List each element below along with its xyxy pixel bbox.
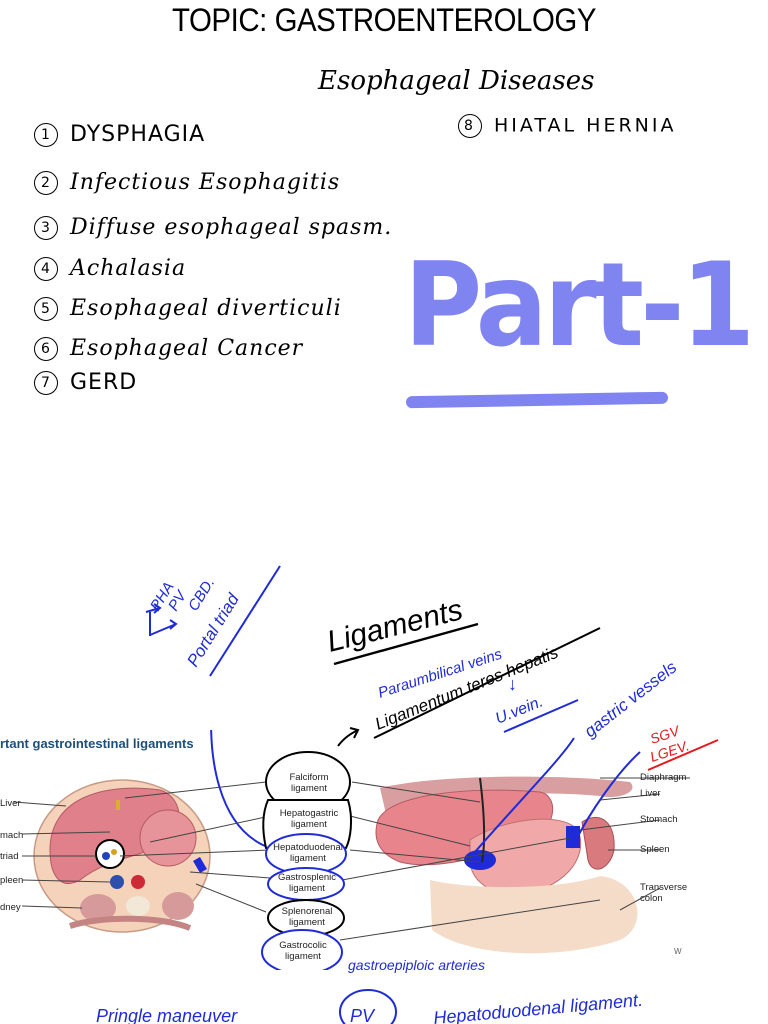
falciform-arrow	[337, 727, 360, 747]
bottom-left-note: Pringle maneuver	[96, 1006, 238, 1024]
uvein-arrow: ↓	[508, 674, 517, 694]
cbd-label: CBD.	[185, 575, 218, 614]
label-kidney-left: dney	[0, 902, 21, 913]
label-line-1: Falciform	[289, 772, 329, 783]
portal-triad-underline	[209, 565, 281, 677]
pv-circle	[339, 989, 397, 1024]
label-triad-left: triad	[0, 851, 19, 862]
list-item: 2 Infectious Esophagitis	[34, 170, 340, 195]
label-line-2: ligament	[289, 917, 325, 928]
label-liver-right: Liver	[640, 788, 661, 799]
ligaments-figure: rtant gastrointestinal ligaments	[0, 730, 768, 970]
lig-teres-underline	[373, 627, 601, 739]
label-liver-left: Liver	[0, 798, 21, 809]
label-line-1: Gastrosplenic	[277, 872, 337, 883]
list-number: 4	[34, 257, 58, 281]
label-line-1: Splenorenal	[281, 906, 333, 917]
label-stomach-right: Stomach	[640, 814, 678, 825]
label-line-2: ligament	[290, 853, 326, 864]
portal-triad-connector	[210, 730, 271, 849]
corner-mark: W	[674, 947, 682, 956]
list-number: 8	[458, 114, 482, 138]
label-line-2: ligament	[291, 819, 327, 830]
list-item: 4 Achalasia	[34, 256, 186, 281]
label-diaphragm: Diaphragm	[640, 772, 687, 783]
subtitle: Esophageal Diseases	[318, 66, 595, 96]
uvein-underline	[503, 699, 579, 733]
bottom-right-note: Hepatoduodenal ligament.	[433, 990, 644, 1024]
label-spleen-right: Spleen	[640, 844, 670, 855]
bottom-pv-note: PV	[350, 1006, 376, 1024]
label-transverse-colon: Transverse colon	[640, 882, 688, 904]
portal-triad-arrows	[145, 603, 178, 636]
label-spleen-left: pleen	[0, 875, 24, 886]
list-text: Diffuse esophageal spasm.	[70, 215, 393, 240]
label-line-2: ligament	[285, 951, 321, 962]
label-line-1: Gastrocolic	[279, 940, 327, 951]
list-text: Esophageal Cancer	[70, 336, 304, 361]
figure-title: rtant gastrointestinal ligaments	[0, 736, 194, 751]
list-item: 3 Diffuse esophageal spasm.	[34, 215, 392, 240]
list-number: 2	[34, 171, 58, 195]
list-number: 7	[34, 371, 58, 395]
list-item: 7 GERD	[34, 370, 137, 395]
list-number: 1	[34, 123, 58, 147]
label-line-1: Hepatogastric	[279, 808, 339, 819]
gastric-vessel-connector	[467, 737, 575, 861]
list-text: GERD	[70, 370, 138, 395]
label-stomach-left: mach	[0, 830, 24, 841]
list-text: Achalasia	[70, 256, 187, 281]
label-line-2: ligament	[291, 783, 327, 794]
label-line-2: ligament	[289, 883, 325, 894]
uvein-note: U.vein.	[493, 693, 546, 727]
page-title: TOPIC: GASTROENTEROLOGY	[171, 2, 597, 38]
list-item: 5 Esophageal diverticuli	[34, 296, 342, 321]
ligaments-heading: Ligaments	[324, 593, 466, 659]
sgv-connector	[571, 751, 641, 849]
list-text: Infectious Esophagitis	[70, 170, 341, 195]
figure-art	[13, 730, 690, 970]
list-number: 3	[34, 216, 58, 240]
label-line-1: Hepatoduodenal	[273, 842, 343, 853]
list-text: DYSPHAGIA	[70, 122, 206, 147]
list-item: 6 Esophageal Cancer	[34, 336, 303, 361]
list-item: 1 DYSPHAGIA	[34, 122, 205, 147]
label-circles	[261, 751, 353, 970]
list-text: Esophageal diverticuli	[70, 296, 342, 321]
gastroepiploic-note: gastroepiploic arteries	[348, 957, 485, 973]
leader-lines	[13, 777, 690, 941]
ligaments-underline	[333, 622, 479, 666]
lgev-underline	[647, 739, 719, 771]
list-number: 5	[34, 297, 58, 321]
list-item: 8 HIATAL HERNIA	[458, 114, 676, 138]
list-number: 6	[34, 337, 58, 361]
list-text: HIATAL HERNIA	[494, 114, 677, 137]
